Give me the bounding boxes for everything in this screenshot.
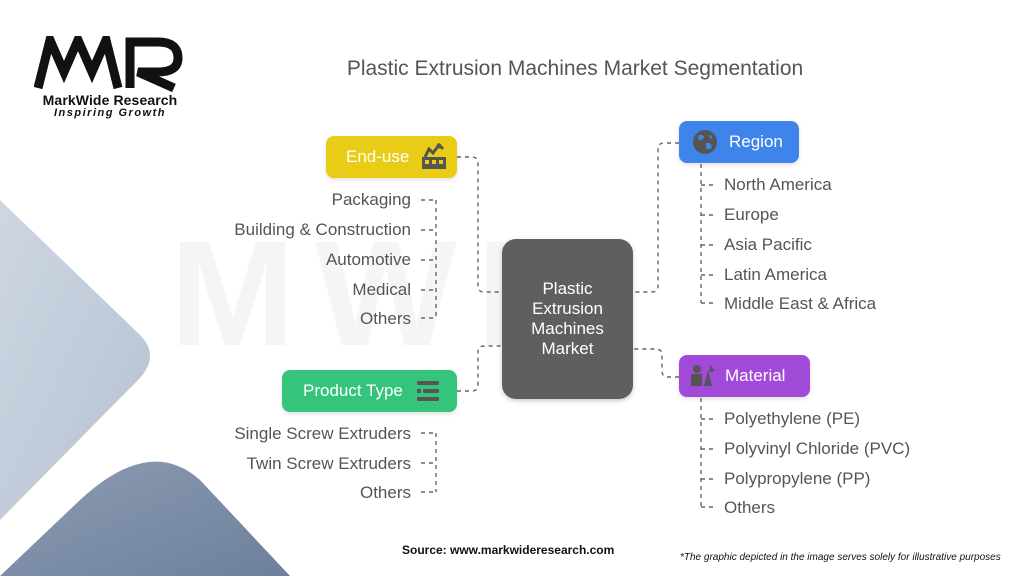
connector-material: [633, 348, 679, 378]
list-icon: [416, 381, 439, 401]
center-node: Plastic Extrusion Machines Market: [502, 239, 633, 399]
connector-end-use: [457, 156, 502, 293]
product-type-item: Twin Screw Extruders: [246, 454, 411, 473]
page-title: Plastic Extrusion Machines Market Segmen…: [346, 57, 804, 80]
end-use-item: Others: [359, 309, 411, 328]
logo-name: MarkWide Research: [42, 92, 178, 108]
center-label: Plastic Extrusion Machines Market: [531, 279, 604, 358]
region-label: Region: [729, 132, 783, 151]
end-use-item: Packaging: [331, 190, 411, 209]
end-use-item: Automotive: [325, 250, 411, 269]
logo-mark: [34, 36, 183, 92]
region-item: North America: [724, 175, 832, 194]
material-item: Others: [724, 498, 776, 517]
material-item: Polyethylene (PE): [724, 409, 861, 428]
region-item: Middle East & Africa: [724, 294, 877, 313]
connector-region: [633, 142, 679, 293]
materials-icon: [691, 365, 715, 386]
end-use-item: Medical: [352, 280, 411, 299]
bg-shape-dark: [0, 461, 290, 576]
product-type-item: Single Screw Extruders: [234, 424, 411, 443]
region-item: Asia Pacific: [724, 235, 812, 254]
bg-shape-light: [0, 200, 150, 520]
product-type-item: Others: [359, 483, 411, 502]
material-pill: Material: [679, 355, 810, 397]
product-type-pill: Product Type: [282, 370, 457, 412]
connector-product-type: [457, 345, 502, 392]
globe-icon: [693, 130, 717, 154]
product-type-label: Product Type: [303, 381, 403, 400]
end-use-label: End-use: [346, 147, 410, 166]
end-use-item: Building & Construction: [234, 220, 411, 239]
end-use-pill: End-use: [326, 136, 457, 178]
source-note: Source: www.markwideresearch.com: [402, 543, 615, 557]
material-label: Material: [725, 366, 786, 385]
region-item: Europe: [724, 205, 779, 224]
region-item: Latin America: [724, 265, 827, 284]
material-item: Polypropylene (PP): [724, 469, 871, 488]
factory-icon: [422, 143, 447, 169]
disclaimer-note: *The graphic depicted in the image serve…: [680, 552, 1001, 563]
region-pill: Region: [679, 121, 799, 163]
logo-tagline: Inspiring Growth: [54, 107, 166, 119]
material-item: Polyvinyl Chloride (PVC): [724, 439, 911, 458]
